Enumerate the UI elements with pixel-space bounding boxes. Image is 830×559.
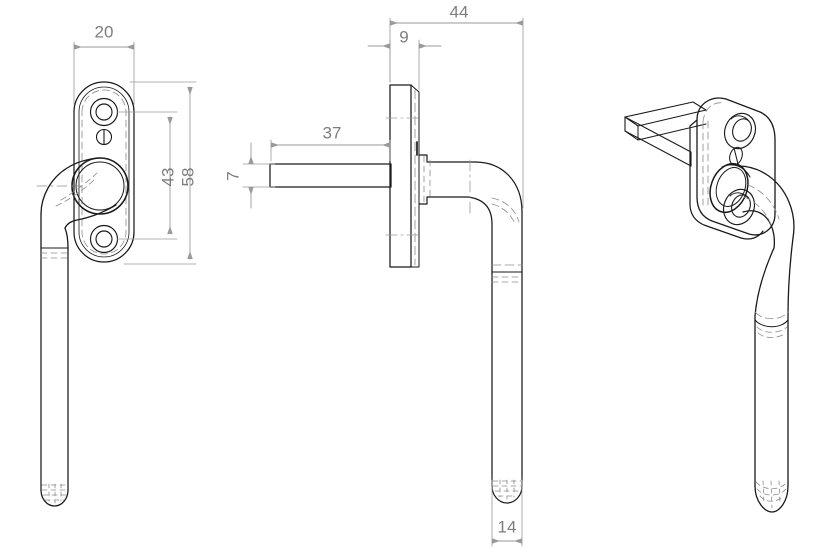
iso-grip-collar-4: [757, 332, 787, 338]
iso-screw-hole-bottom-outer: [722, 188, 756, 226]
front-view-dimensions: 20 58 43: [73, 22, 197, 265]
front-screw-hole-bottom-outer: [89, 224, 119, 254]
dim-14-text: 14: [498, 517, 517, 536]
iso-spindle-top-face: [624, 101, 707, 127]
iso-grip-collar-3: [756, 326, 788, 333]
iso-spindle-lower-edge: [624, 123, 707, 141]
iso-neck-boss-outer: [709, 162, 749, 214]
isometric-view: [624, 97, 795, 513]
front-lever-hidden-bore-a: [60, 172, 98, 201]
iso-screw-hole-top-outer: [723, 112, 757, 150]
iso-spindle-front-face: [624, 116, 692, 167]
iso-grip-cap-hidden-v3: [778, 480, 781, 505]
side-grip-end-cap: [491, 485, 523, 504]
front-neck-boss-inner: [75, 161, 125, 211]
side-rosette-plate-back: [410, 84, 420, 268]
dim-44-text: 44: [450, 2, 469, 21]
side-neck-collar-top: [418, 154, 441, 163]
iso-grip-right-edge: [787, 237, 794, 487]
iso-grip-cap-hidden-v1: [762, 480, 765, 505]
dim-43-text: 43: [158, 168, 177, 187]
front-screw-hole-bottom-inner: [95, 230, 113, 248]
front-rosette-plate-outline: [73, 81, 135, 263]
side-lever-elbow-outer: [474, 161, 523, 213]
dim-7-text: 7: [223, 171, 242, 180]
iso-grip-collar-1: [754, 311, 789, 320]
side-lever-elbow-inner: [467, 196, 493, 225]
iso-screw-hole-bottom-lip: [729, 192, 749, 199]
front-rosette-plate-hidden-edge: [81, 89, 127, 255]
front-rosette-plate-face-edge: [78, 86, 130, 258]
iso-rosette-plate-face: [696, 97, 776, 236]
side-neck-collar-bottom: [418, 196, 441, 205]
iso-grip-left-edge: [754, 247, 775, 487]
iso-lever-hidden-2: [743, 196, 773, 228]
side-view: [269, 84, 523, 504]
front-lever-bend-inner: [64, 227, 69, 249]
front-lever-hidden-bore-b: [55, 179, 95, 207]
iso-rosette-plate-top-hidden: [702, 102, 725, 123]
iso-grub-screw-slot-line: [733, 147, 739, 165]
front-grip-end-cap: [40, 489, 69, 507]
iso-grip-cap-hidden-v2: [770, 480, 773, 509]
front-view: [36, 81, 135, 507]
side-view-dimensions: 44 9 37 7 14: [223, 2, 524, 547]
dim-20-text: 20: [95, 22, 114, 41]
side-square-spindle: [269, 163, 392, 188]
side-elbow-hidden-arc-2: [491, 203, 516, 225]
dim-58-text: 58: [178, 168, 197, 187]
front-screw-hole-top-inner: [95, 103, 113, 121]
front-screw-hole-top-outer: [89, 97, 119, 127]
iso-lever-upper-edge: [737, 165, 795, 239]
iso-screw-hole-top-inner: [732, 118, 752, 142]
front-lever-upper-edge: [40, 157, 100, 215]
iso-grip-end-cap: [754, 485, 789, 513]
side-elbow-hidden-arc-1: [491, 197, 520, 223]
iso-grip-collar-2: [754, 319, 789, 328]
dim-37-text: 37: [323, 123, 342, 142]
iso-neck-boss-inner: [715, 167, 747, 207]
iso-grip-cap-hidden-2: [756, 488, 787, 496]
front-lever-lower-edge: [64, 204, 117, 229]
iso-rosette-plate-side: [689, 119, 764, 240]
dim-9-text: 9: [399, 27, 408, 46]
iso-grip-cap-hidden-1: [755, 481, 788, 490]
iso-lever-hidden-1: [747, 184, 780, 220]
iso-screw-hole-top-lip: [730, 115, 750, 122]
side-rosette-plate-body: [389, 84, 412, 268]
